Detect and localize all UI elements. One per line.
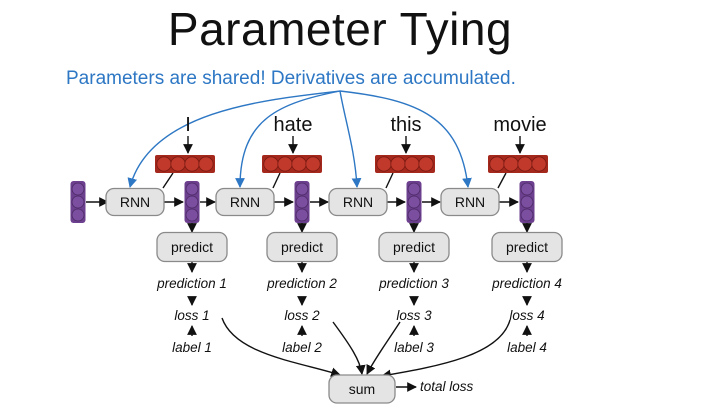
rnn-box-2 <box>215 187 275 217</box>
embedding-3-dot-1 <box>376 156 392 172</box>
shapes-layer <box>70 155 563 404</box>
sum-box-label: sum <box>349 381 375 397</box>
word-2: hate <box>274 114 313 136</box>
predict-box-1-label: predict <box>171 239 213 255</box>
initial-hidden-state-dot-2 <box>71 195 85 209</box>
rnn-box-3 <box>328 187 388 217</box>
share-arrow-rnn-3 <box>339 90 362 188</box>
label-4: label 4 <box>507 340 547 355</box>
slide-title: Parameter Tying <box>167 3 513 55</box>
prediction-2: prediction 2 <box>266 276 337 291</box>
loss-1-to-sum-curve <box>221 317 341 377</box>
label-2: label 2 <box>282 340 322 355</box>
predict-box-4-label: predict <box>506 239 548 255</box>
total-loss-label: total loss <box>420 379 474 394</box>
initial-hidden-state-dot-1 <box>71 182 85 196</box>
hidden-state-4-dot-2 <box>520 195 534 209</box>
loss-1: loss 1 <box>174 308 209 323</box>
embedding-4-dot-2 <box>503 156 519 172</box>
predict-box-3-label: predict <box>393 239 435 255</box>
hidden-state-2-dot-1 <box>295 182 309 196</box>
word-3: this <box>390 114 421 136</box>
rnn-box-2-label: RNN <box>230 194 260 210</box>
loss-3-to-sum-curve <box>366 321 401 375</box>
embedding-1-dot-2 <box>170 156 186 172</box>
prediction-4: prediction 4 <box>491 276 562 291</box>
prediction-3: prediction 3 <box>378 276 449 291</box>
rnn-box-4 <box>440 187 500 217</box>
embedding-2-dot-1 <box>263 156 279 172</box>
text-layer: I RNN predict prediction 1 loss 1 label 1 hate… <box>120 114 562 397</box>
rnn-box-1 <box>105 187 165 217</box>
prediction-1: prediction 1 <box>156 276 227 291</box>
label-3: label 3 <box>394 340 434 355</box>
predict-box-3 <box>378 231 450 263</box>
loss-4-to-sum-curve <box>381 319 511 380</box>
rnn-box-4-label: RNN <box>455 194 485 210</box>
label-1: label 1 <box>172 340 212 355</box>
embedding-4-dot-1 <box>489 156 505 172</box>
embedding-to-rnn-arrow-3 <box>385 172 394 189</box>
embedding-2-dot-2 <box>277 156 293 172</box>
predict-box-4 <box>491 231 563 263</box>
word-1: I <box>185 114 191 136</box>
embedding-to-rnn-arrow-4 <box>497 172 507 189</box>
share-arrow-rnn-2 <box>235 90 341 188</box>
embedding-1-dot-1 <box>156 156 172 172</box>
predict-box-2-label: predict <box>281 239 323 255</box>
loss-3: loss 3 <box>396 308 432 323</box>
word-4: movie <box>493 114 546 136</box>
embedding-1-dot-4 <box>198 156 214 172</box>
hidden-state-3-dot-2 <box>407 195 421 209</box>
rnn-box-3-label: RNN <box>343 194 373 210</box>
embedding-to-rnn-arrow-2 <box>272 172 281 189</box>
hidden-state-2-dot-3 <box>295 208 309 222</box>
embedding-2-dot-3 <box>291 156 307 172</box>
sum-box <box>328 374 396 404</box>
embedding-3-dot-3 <box>404 156 420 172</box>
rnn-box-1-label: RNN <box>120 194 150 210</box>
share-arrow-rnn-1 <box>127 90 341 188</box>
hidden-state-1-dot-1 <box>185 182 199 196</box>
embedding-3-dot-2 <box>390 156 406 172</box>
embedding-4-dot-4 <box>531 156 547 172</box>
hidden-state-4-dot-1 <box>520 182 534 196</box>
hidden-state-3-dot-1 <box>407 182 421 196</box>
hidden-state-3-dot-3 <box>407 208 421 222</box>
hidden-state-4-dot-3 <box>520 208 534 222</box>
predict-box-2 <box>266 231 338 263</box>
embedding-3-dot-4 <box>418 156 434 172</box>
embedding-2-dot-4 <box>305 156 321 172</box>
hidden-state-2-dot-2 <box>295 195 309 209</box>
hidden-state-1-dot-2 <box>185 195 199 209</box>
embedding-4-dot-3 <box>517 156 533 172</box>
arrows-layer <box>86 90 532 392</box>
loss-2: loss 2 <box>284 308 320 323</box>
embedding-1-dot-3 <box>184 156 200 172</box>
share-arrow-rnn-4 <box>339 90 472 188</box>
slide-subtitle: Parameters are shared! Derivatives are a… <box>66 68 516 89</box>
predict-box-1 <box>156 231 228 263</box>
initial-hidden-state-dot-3 <box>71 208 85 222</box>
loss-2-to-sum-curve <box>332 321 366 375</box>
hidden-state-1-dot-3 <box>185 208 199 222</box>
loss-4: loss 4 <box>509 308 544 323</box>
embedding-to-rnn-arrow-1 <box>162 172 174 189</box>
